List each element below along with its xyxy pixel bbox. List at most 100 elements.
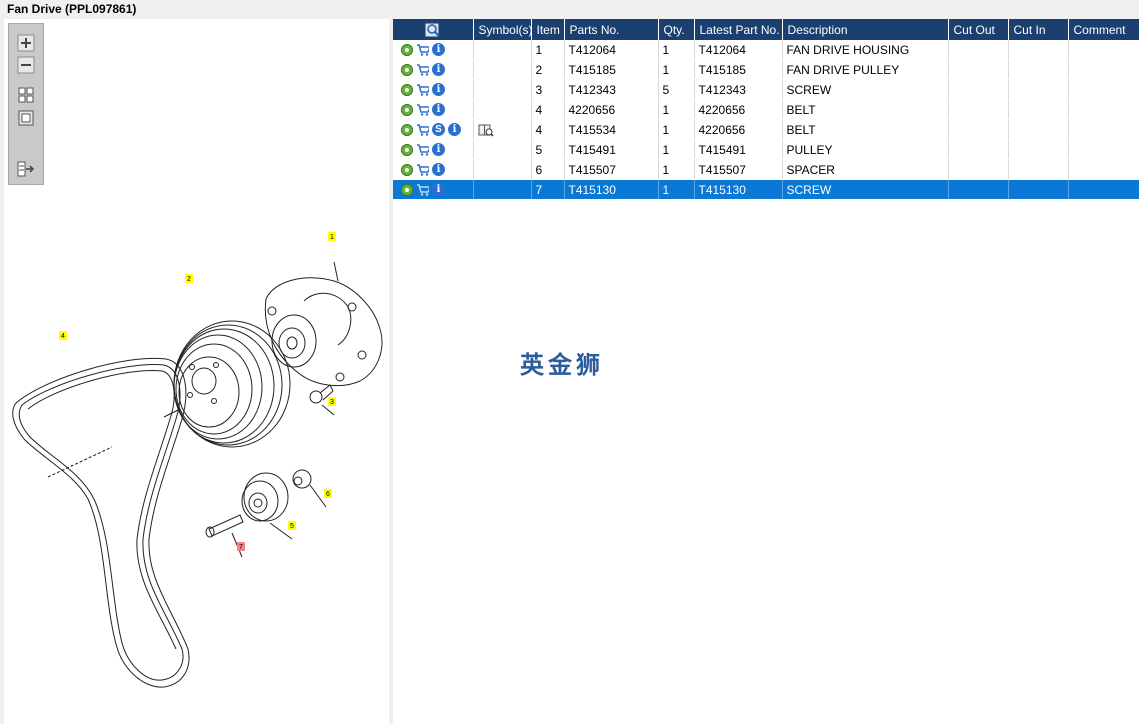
info-icon[interactable]: i bbox=[432, 43, 445, 56]
cell-item: 2 bbox=[531, 59, 565, 80]
gear-icon[interactable] bbox=[401, 123, 413, 136]
cell-qty: 1 bbox=[658, 139, 695, 160]
col-cut-out[interactable]: Cut Out bbox=[948, 19, 1009, 40]
list-arrow-icon bbox=[17, 161, 35, 177]
fit-all-icon bbox=[18, 87, 34, 103]
zoom-in-icon bbox=[17, 34, 35, 52]
fit-all-button[interactable] bbox=[17, 86, 35, 104]
col-item[interactable]: Item bbox=[531, 19, 565, 40]
cell-latest-part-no: 4220656 bbox=[694, 119, 783, 140]
cell-cut-in bbox=[1008, 139, 1069, 160]
cell-description: FAN DRIVE PULLEY bbox=[782, 59, 949, 80]
screw-item3-drawing bbox=[309, 384, 335, 416]
callout-6: 6 bbox=[326, 491, 330, 498]
cell-description: FAN DRIVE HOUSING bbox=[782, 40, 949, 60]
cell-cut-out bbox=[948, 40, 1009, 60]
callout-1: 1 bbox=[330, 234, 334, 241]
cart-icon[interactable] bbox=[416, 183, 429, 196]
gear-icon[interactable] bbox=[401, 143, 413, 156]
info-icon[interactable]: i bbox=[432, 143, 445, 156]
info-icon[interactable]: i bbox=[432, 163, 445, 176]
cell-description: SPACER bbox=[782, 159, 949, 180]
zoom-out-icon bbox=[17, 56, 35, 74]
cell-description: BELT bbox=[782, 99, 949, 120]
info-icon[interactable]: i bbox=[432, 83, 445, 96]
table-row[interactable]: i 3 T412343 5 T412343 SCREW bbox=[393, 79, 1139, 100]
cell-item: 6 bbox=[531, 159, 565, 180]
col-parts-no[interactable]: Parts No. bbox=[564, 19, 659, 40]
cart-icon[interactable] bbox=[416, 163, 429, 176]
cell-item: 5 bbox=[531, 139, 565, 160]
cell-description: SCREW bbox=[782, 79, 949, 100]
col-latest-part-no[interactable]: Latest Part No. bbox=[694, 19, 783, 40]
cart-icon[interactable] bbox=[416, 83, 429, 96]
table-row[interactable]: i 5 T415491 1 T415491 PULLEY bbox=[393, 139, 1139, 160]
zoom-in-button[interactable] bbox=[17, 34, 35, 52]
cell-cut-in bbox=[1008, 79, 1069, 100]
table-row-selected[interactable]: i 7 T415130 1 T415130 SCREW bbox=[393, 179, 1139, 200]
cell-cut-out bbox=[948, 119, 1009, 140]
spacer-drawing bbox=[292, 469, 327, 508]
window-title-bar: Fan Drive (PPL097861) bbox=[0, 0, 1139, 18]
cart-icon[interactable] bbox=[416, 63, 429, 76]
col-cut-in[interactable]: Cut In bbox=[1008, 19, 1069, 40]
cart-icon[interactable] bbox=[416, 103, 429, 116]
cell-latest-part-no: T415507 bbox=[694, 159, 783, 180]
exploded-parts-diagram: 1 2 3 4 5 6 7 bbox=[12, 232, 383, 688]
cell-cut-in bbox=[1008, 119, 1069, 140]
fan-drive-pulley-drawing bbox=[163, 320, 291, 448]
cell-comment bbox=[1068, 79, 1139, 100]
gear-icon[interactable] bbox=[401, 43, 413, 56]
cell-part-no: 4220656 bbox=[564, 99, 659, 120]
gear-icon[interactable] bbox=[401, 103, 413, 116]
cart-icon[interactable] bbox=[416, 143, 429, 156]
idler-pulley-drawing bbox=[241, 472, 293, 540]
watermark-text: 英金狮 bbox=[520, 351, 604, 379]
zoom-out-button[interactable] bbox=[17, 56, 35, 74]
cell-qty: 1 bbox=[658, 119, 695, 140]
cell-description: PULLEY bbox=[782, 139, 949, 160]
cell-comment bbox=[1068, 179, 1139, 200]
cell-cut-in bbox=[1008, 179, 1069, 200]
supersession-icon[interactable]: S bbox=[432, 123, 445, 136]
col-description[interactable]: Description bbox=[782, 19, 949, 40]
cart-icon[interactable] bbox=[416, 123, 429, 136]
cell-qty: 1 bbox=[658, 159, 695, 180]
toggle-list-button[interactable] bbox=[17, 160, 35, 178]
cell-qty: 1 bbox=[658, 99, 695, 120]
table-row[interactable]: i 4 4220656 1 4220656 BELT bbox=[393, 99, 1139, 120]
cart-icon[interactable] bbox=[416, 43, 429, 56]
callout-5: 5 bbox=[290, 523, 294, 530]
col-symbols[interactable]: Symbol(s) bbox=[473, 19, 532, 40]
gear-icon[interactable] bbox=[401, 83, 413, 96]
info-icon[interactable]: i bbox=[432, 103, 445, 116]
cell-cut-out bbox=[948, 159, 1009, 180]
col-comment[interactable]: Comment bbox=[1068, 19, 1139, 40]
cell-description: BELT bbox=[782, 119, 949, 140]
table-row[interactable]: i 1 T412064 1 T412064 FAN DRIVE HOUSING bbox=[393, 40, 1139, 60]
info-icon[interactable]: i bbox=[448, 123, 461, 136]
find-in-diagram-icon bbox=[425, 23, 440, 37]
col-qty[interactable]: Qty. bbox=[658, 19, 695, 40]
cell-latest-part-no: 4220656 bbox=[694, 99, 783, 120]
belt-drawing bbox=[12, 357, 190, 688]
parts-table: Symbol(s) Item Parts No. Qty. Latest Par… bbox=[393, 19, 1139, 200]
diagram-pane[interactable]: 1 2 3 4 5 6 7 bbox=[4, 19, 389, 724]
table-row[interactable]: i 2 T415185 1 T415185 FAN DRIVE PULLEY bbox=[393, 59, 1139, 80]
cell-cut-out bbox=[948, 99, 1009, 120]
gear-icon[interactable] bbox=[401, 63, 413, 76]
cell-qty: 1 bbox=[658, 59, 695, 80]
cell-item: 7 bbox=[531, 179, 565, 200]
find-column-header[interactable] bbox=[393, 19, 474, 40]
note-book-icon[interactable] bbox=[478, 123, 494, 137]
actual-size-button[interactable] bbox=[17, 109, 35, 127]
callout-3: 3 bbox=[330, 399, 334, 406]
gear-icon[interactable] bbox=[401, 163, 413, 176]
cell-item: 4 bbox=[531, 99, 565, 120]
gear-icon[interactable] bbox=[401, 183, 413, 196]
table-row[interactable]: i 6 T415507 1 T415507 SPACER bbox=[393, 159, 1139, 180]
cell-part-no: T415185 bbox=[564, 59, 659, 80]
info-icon[interactable]: i bbox=[432, 63, 445, 76]
info-icon[interactable]: i bbox=[432, 183, 445, 196]
